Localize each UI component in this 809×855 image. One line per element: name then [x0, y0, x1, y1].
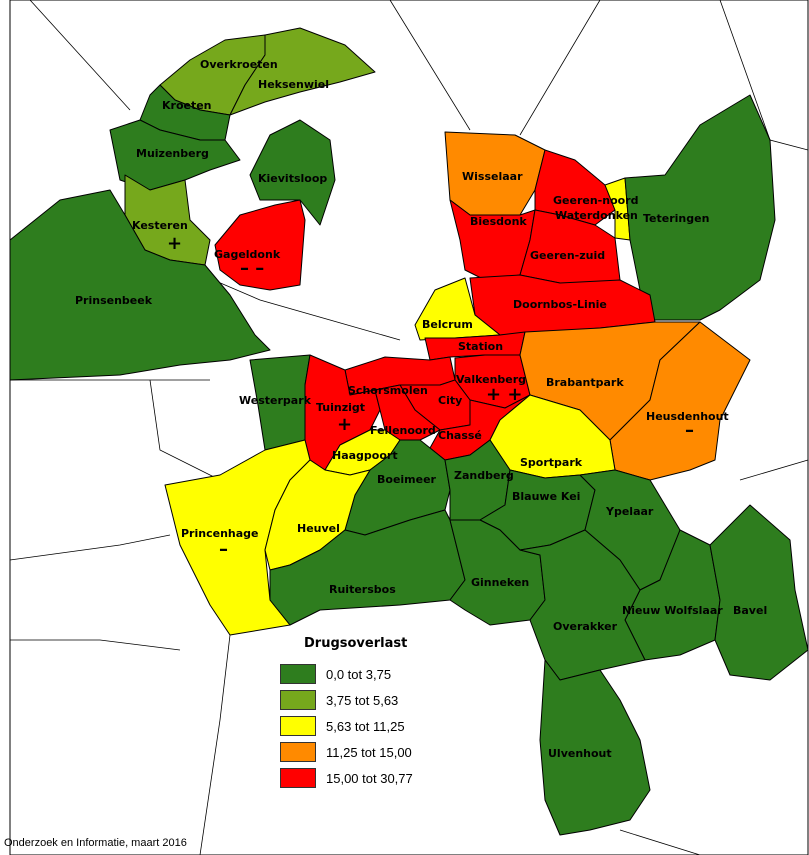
legend-label: 11,25 tot 15,00 — [326, 744, 412, 760]
marker-kesteren: + — [167, 233, 182, 254]
legend-item: 15,00 tot 30,77 — [280, 765, 413, 791]
label-haagpoort: Haagpoort — [332, 449, 398, 462]
significance-markers: + – – + + + – – — [167, 233, 694, 560]
legend-item: 5,63 tot 11,25 — [280, 713, 413, 739]
label-sportpark: Sportpark — [520, 456, 583, 469]
label-gageldonk: Gageldonk — [214, 248, 281, 261]
district-kievitsloop — [249, 119, 336, 226]
label-doornbos-linie: Doornbos-Linie — [513, 298, 607, 311]
label-overakker: Overakker — [553, 620, 618, 633]
district-heusdenhout — [609, 321, 751, 481]
legend-item: 11,25 tot 15,00 — [280, 739, 413, 765]
label-brabantpark: Brabantpark — [546, 376, 624, 389]
label-prinsenbeek: Prinsenbeek — [75, 294, 153, 307]
label-geeren-noord: Geeren-noord — [553, 194, 638, 207]
legend-label: 15,00 tot 30,77 — [326, 770, 413, 786]
label-wisselaar: Wisselaar — [462, 170, 523, 183]
label-kesteren: Kesteren — [132, 219, 188, 232]
marker-heusdenhout: – — [685, 420, 694, 441]
marker-tuinzigt: + — [337, 414, 352, 435]
label-heusdenhout: Heusdenhout — [646, 410, 729, 423]
legend-label: 0,0 tot 3,75 — [326, 666, 392, 682]
legend-swatch — [280, 664, 316, 684]
label-ginneken: Ginneken — [471, 576, 529, 589]
label-heuvel: Heuvel — [297, 522, 340, 535]
label-boeimeer: Boeimeer — [377, 473, 437, 486]
label-nieuw-wolfslaar: Nieuw Wolfslaar — [622, 604, 723, 617]
marker-valkenberg: + + — [486, 384, 522, 405]
label-ulvenhout: Ulvenhout — [548, 747, 612, 760]
label-ypelaar: Ypelaar — [605, 505, 654, 518]
legend-swatch — [280, 690, 316, 710]
label-heksenwiel: Heksenwiel — [258, 78, 329, 91]
label-valkenberg: Valkenberg — [456, 373, 526, 386]
districts — [9, 27, 809, 836]
legend-swatch — [280, 716, 316, 736]
district-labels: Overkroeten Heksenwiel Kroeten Muizenber… — [75, 58, 767, 760]
label-chasse: Chassé — [438, 429, 482, 442]
label-schorsmolen: Schorsmolen — [348, 384, 428, 397]
marker-princenhage: – — [219, 539, 228, 560]
label-belcrum: Belcrum — [422, 318, 473, 331]
legend-swatch — [280, 768, 316, 788]
background-boundaries — [9, 0, 809, 855]
label-kroeten: Kroeten — [162, 99, 212, 112]
district-overakker — [519, 529, 646, 681]
label-tuinzigt: Tuinzigt — [316, 401, 365, 414]
legend-swatch — [280, 742, 316, 762]
label-waterdonken: Waterdonken — [555, 209, 638, 222]
label-ruitersbos: Ruitersbos — [329, 583, 396, 596]
label-station: Station — [458, 340, 503, 353]
label-muizenberg: Muizenberg — [136, 147, 209, 160]
district-gageldonk — [214, 199, 306, 291]
label-biesdonk: Biesdonk — [470, 215, 527, 228]
district-prinsenbeek — [9, 189, 271, 381]
map-legend: Drugsoverlast 0,0 tot 3,75 3,75 tot 5,63… — [280, 636, 413, 791]
district-ulvenhout — [539, 659, 651, 836]
legend-label: 5,63 tot 11,25 — [326, 718, 405, 734]
legend-title: Drugsoverlast — [304, 636, 408, 651]
legend-item: 3,75 tot 5,63 — [280, 687, 413, 713]
label-blauwe-kei: Blauwe Kei — [512, 490, 580, 503]
label-bavel: Bavel — [733, 604, 767, 617]
marker-gageldonk: – – — [240, 258, 264, 279]
label-geeren-zuid: Geeren-zuid — [530, 249, 605, 262]
label-teteringen: Teteringen — [643, 212, 709, 225]
label-fellenoord: Fellenoord — [370, 424, 436, 437]
label-overkroeten: Overkroeten — [200, 58, 278, 71]
district-bavel — [709, 504, 809, 681]
legend-label: 3,75 tot 5,63 — [326, 692, 399, 708]
label-zandberg: Zandberg — [454, 469, 514, 482]
label-city: City — [438, 394, 462, 407]
label-princenhage: Princenhage — [181, 527, 259, 540]
district-heksenwiel — [229, 27, 376, 116]
label-westerpark: Westerpark — [239, 394, 312, 407]
label-kievitsloop: Kievitsloop — [258, 172, 327, 185]
legend-item: 0,0 tot 3,75 — [280, 661, 413, 687]
map-credit: Onderzoek en Informatie, maart 2016 — [4, 837, 187, 849]
district-waterdonken — [604, 177, 631, 241]
